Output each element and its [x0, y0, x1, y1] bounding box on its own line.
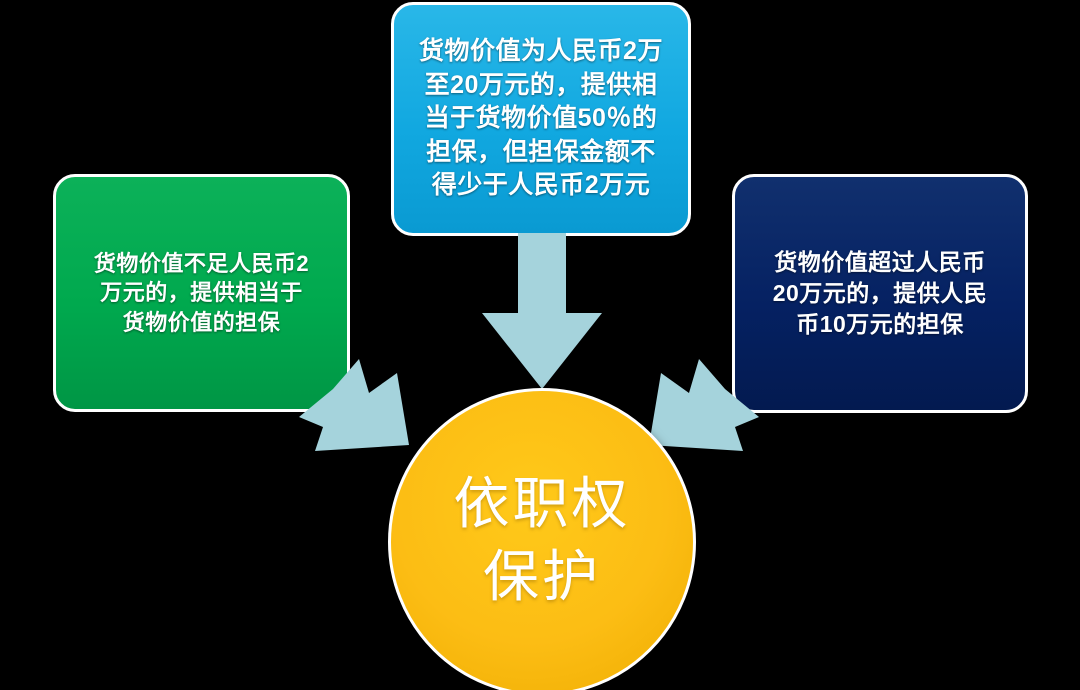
condition-box-blue[interactable]: 货物价值为人民币2万 至20万元的，提供相 当于货物价值50％的 担保，但担保金… [391, 2, 691, 236]
arrow-down-icon [482, 233, 602, 389]
condition-box-blue-label: 货物价值为人民币2万 至20万元的，提供相 当于货物价值50％的 担保，但担保金… [419, 37, 663, 200]
center-circle-label: 依职权 保护 [453, 474, 631, 609]
center-circle[interactable]: 依职权 保护 [388, 388, 696, 690]
arrow-down-left-icon [649, 359, 759, 451]
condition-box-green[interactable]: 货物价值不足人民币2 万元的，提供相当于 货物价值的担保 [53, 174, 350, 412]
condition-box-navy-label: 货物价值超过人民币 20万元的，提供人民 币10万元的担保 [772, 249, 988, 337]
condition-box-navy[interactable]: 货物价值超过人民币 20万元的，提供人民 币10万元的担保 [732, 174, 1028, 413]
arrow-down-right-icon [299, 359, 409, 451]
condition-box-green-label: 货物价值不足人民币2 万元的，提供相当于 货物价值的担保 [93, 250, 310, 335]
